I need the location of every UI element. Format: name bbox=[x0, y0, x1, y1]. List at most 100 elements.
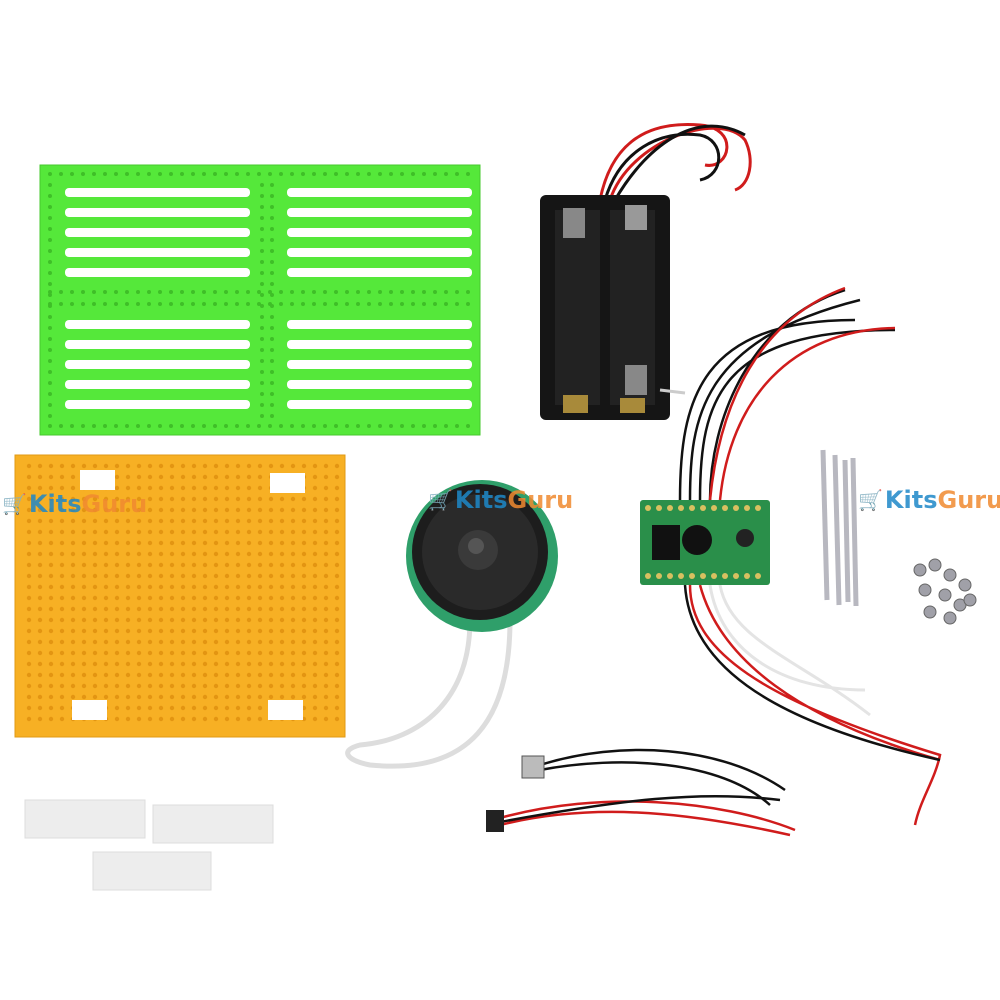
board-hole bbox=[323, 551, 329, 557]
board-hole bbox=[147, 716, 153, 722]
board-hole bbox=[114, 584, 120, 590]
board-hole bbox=[312, 661, 318, 667]
board-hole bbox=[213, 573, 219, 579]
pcb-pad bbox=[656, 505, 662, 511]
board-hole bbox=[257, 639, 263, 645]
board-hole bbox=[235, 683, 241, 689]
board-hole bbox=[224, 507, 230, 513]
board-hole bbox=[114, 694, 120, 700]
board-hole bbox=[92, 672, 98, 678]
board-hole bbox=[270, 194, 274, 198]
board-hole bbox=[433, 424, 437, 428]
board-hole bbox=[312, 529, 318, 535]
board-hole bbox=[257, 683, 263, 689]
board-hole bbox=[213, 551, 219, 557]
board-hole bbox=[70, 617, 76, 623]
board-hole bbox=[334, 650, 340, 656]
board-hole bbox=[37, 705, 43, 711]
board-hole bbox=[301, 606, 307, 612]
board-hole bbox=[180, 290, 184, 294]
board-hole bbox=[92, 694, 98, 700]
board-hole bbox=[48, 694, 54, 700]
board-hole bbox=[191, 290, 195, 294]
board-hole bbox=[202, 672, 208, 678]
board-hole bbox=[301, 302, 305, 306]
board-hole bbox=[191, 474, 197, 480]
board-hole bbox=[125, 172, 129, 176]
board-hole bbox=[290, 518, 296, 524]
board-hole bbox=[312, 573, 318, 579]
board-hole bbox=[268, 562, 274, 568]
board-hole bbox=[180, 507, 186, 513]
board-hole bbox=[257, 628, 263, 634]
board-hole bbox=[224, 518, 230, 524]
board-hole bbox=[202, 540, 208, 546]
board-hole bbox=[147, 606, 153, 612]
board-hole bbox=[81, 650, 87, 656]
board-hole bbox=[70, 595, 76, 601]
board-hole bbox=[356, 424, 360, 428]
board-slot bbox=[287, 340, 472, 349]
board-hole bbox=[147, 661, 153, 667]
board-hole bbox=[213, 694, 219, 700]
board-hole bbox=[147, 694, 153, 700]
board-hole bbox=[70, 573, 76, 579]
board-hole bbox=[312, 496, 318, 502]
board-hole bbox=[59, 540, 65, 546]
pcb-pad bbox=[645, 505, 651, 511]
board-hole bbox=[301, 628, 307, 634]
board-hole bbox=[158, 463, 164, 469]
board-hole bbox=[279, 290, 283, 294]
board-hole bbox=[400, 290, 404, 294]
board-hole bbox=[103, 424, 107, 428]
board-hole bbox=[323, 650, 329, 656]
board-hole bbox=[114, 540, 120, 546]
board-hole bbox=[92, 595, 98, 601]
board-hole bbox=[125, 606, 131, 612]
board-hole bbox=[279, 463, 285, 469]
board-hole bbox=[48, 249, 52, 253]
board-hole bbox=[48, 507, 54, 513]
board-hole bbox=[147, 496, 153, 502]
board-hole bbox=[268, 672, 274, 678]
pcb-pad bbox=[744, 505, 750, 511]
board-hole bbox=[270, 348, 274, 352]
sound-module-pcb bbox=[640, 286, 942, 826]
board-hole bbox=[246, 496, 252, 502]
board-hole bbox=[81, 529, 87, 535]
board-hole bbox=[180, 562, 186, 568]
board-hole bbox=[70, 485, 76, 491]
board-hole bbox=[169, 606, 175, 612]
board-hole bbox=[147, 302, 151, 306]
board-hole bbox=[279, 672, 285, 678]
board-hole bbox=[59, 650, 65, 656]
board-hole bbox=[191, 485, 197, 491]
board-hole bbox=[114, 302, 118, 306]
board-hole bbox=[180, 496, 186, 502]
board-hole bbox=[323, 529, 329, 535]
board-hole bbox=[180, 584, 186, 590]
board-hole bbox=[125, 683, 131, 689]
board-slot bbox=[287, 208, 472, 217]
board-hole bbox=[48, 529, 54, 535]
board-hole bbox=[290, 584, 296, 590]
board-hole bbox=[224, 424, 228, 428]
board-hole bbox=[70, 496, 76, 502]
board-hole bbox=[48, 183, 52, 187]
board-hole bbox=[235, 302, 239, 306]
board-hole bbox=[136, 424, 140, 428]
board-hole bbox=[59, 694, 65, 700]
board-hole bbox=[235, 628, 241, 634]
pcb-pad bbox=[645, 573, 651, 579]
board-slot bbox=[65, 320, 250, 329]
board-hole bbox=[246, 302, 250, 306]
board-hole bbox=[191, 302, 195, 306]
board-hole bbox=[70, 683, 76, 689]
board-hole bbox=[312, 518, 318, 524]
board-hole bbox=[48, 293, 52, 297]
board-hole bbox=[48, 716, 54, 722]
board-hole bbox=[202, 518, 208, 524]
board-hole bbox=[312, 485, 318, 491]
